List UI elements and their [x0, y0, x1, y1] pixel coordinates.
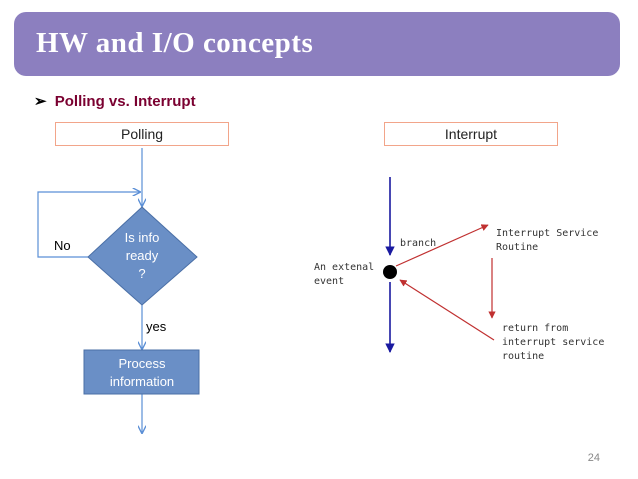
bullet-item: ➢ Polling vs. Interrupt — [34, 92, 196, 110]
process-text-2: information — [110, 374, 174, 389]
interrupt-header-text: Interrupt — [444, 126, 498, 142]
page-number: 24 — [587, 452, 600, 464]
branch-label: branch — [400, 238, 436, 249]
return-text-1: return from — [502, 323, 568, 334]
no-loop-line — [37, 192, 140, 258]
interrupt-header: Interrupt — [384, 122, 558, 146]
return-text-2: interrupt service — [502, 337, 604, 348]
title-bar: HW and I/O concepts — [14, 12, 620, 76]
yes-label: yes — [146, 319, 167, 334]
event-text-2: event — [314, 276, 344, 287]
no-label: No — [54, 238, 71, 253]
decision-text-3: ? — [138, 266, 145, 281]
polling-header: Polling — [55, 122, 229, 146]
process-text-1: Process — [119, 356, 166, 371]
isr-text-2: Routine — [496, 242, 538, 253]
return-arrow — [399, 279, 495, 341]
bullet-text: Polling vs. Interrupt — [54, 93, 196, 110]
polling-header-text: Polling — [120, 126, 164, 142]
bullet-arrow-icon: ➢ — [34, 93, 47, 110]
decision-text-1: Is info — [125, 230, 160, 245]
decision-diamond — [87, 206, 198, 306]
decision-text-2: ready — [126, 248, 159, 263]
event-text-1: An extenal — [314, 262, 374, 273]
isr-text-1: Interrupt Service — [496, 228, 598, 239]
slide-title: HW and I/O concepts — [36, 27, 314, 59]
event-dot — [383, 265, 397, 279]
return-text-3: routine — [502, 351, 544, 362]
branch-arrow — [395, 224, 489, 267]
process-box — [83, 349, 200, 395]
